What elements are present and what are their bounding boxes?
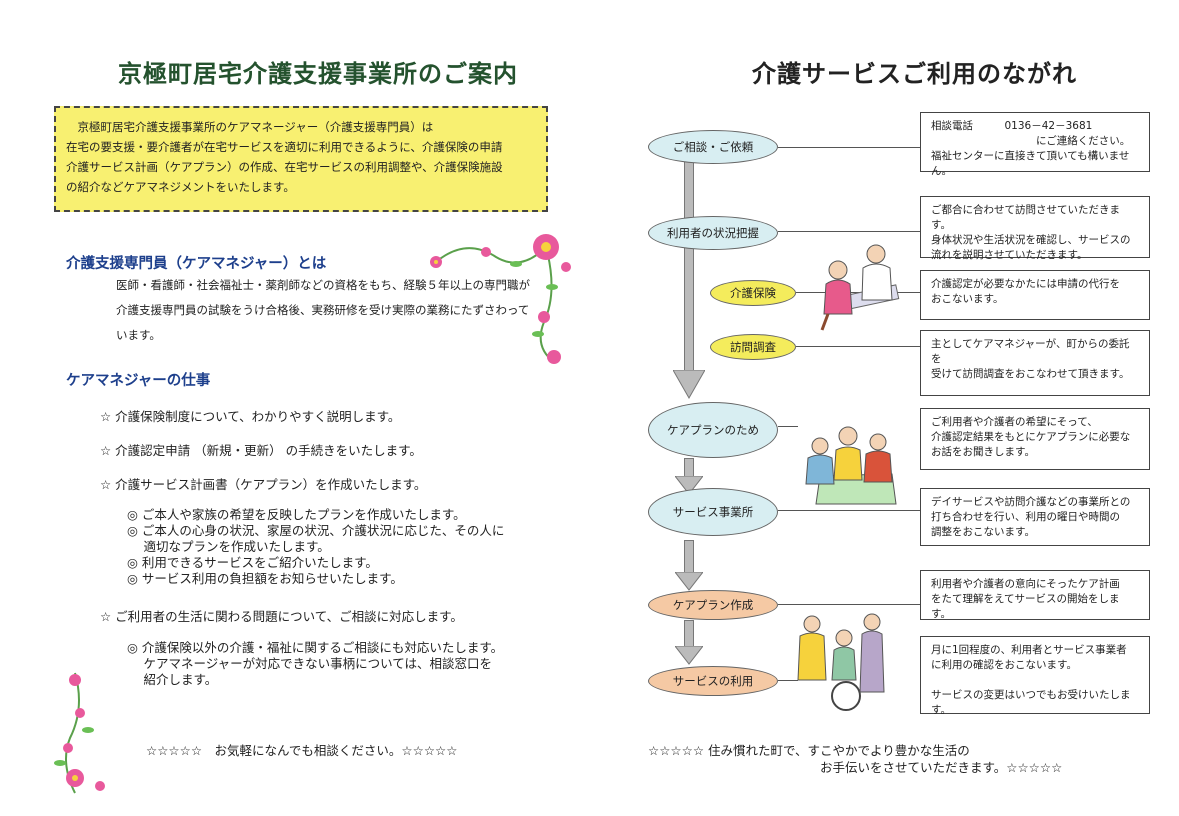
left-page-title: 京極町居宅介護支援事業所のご案内 — [118, 60, 518, 88]
section-duties-heading: ケアマネジャーの仕事 — [66, 373, 211, 389]
flow-arrow-shaft — [684, 160, 694, 375]
connector-line — [778, 604, 920, 605]
duty-item-3: ☆ 介護サービス計画書（ケアプラン）を作成いたします。 — [100, 477, 427, 492]
info-box-survey: 主としてケアマネジャーが、町からの委託を 受けて訪問調査をおこなわせて頂きます。 — [920, 330, 1150, 396]
down-arrow-icon — [675, 646, 703, 665]
step-care-insurance: 介護保険 — [710, 280, 796, 306]
down-arrow-icon — [673, 370, 705, 400]
connector-line — [778, 147, 920, 148]
duty-item-4-details: ◎ 介護保険以外の介護・福祉に関するご相談にも対応いたします。 ケアマネージャー… — [127, 640, 504, 687]
intro-text: 京極町居宅介護支援事業所のケアマネージャー（介護支援専門員）は 在宅の要支援・要… — [66, 120, 503, 194]
duty-item-1: ☆ 介護保険制度について、わかりやすく説明します。 — [100, 409, 401, 424]
connector-line — [778, 426, 798, 427]
duty-item-3-details: ◎ ご本人や家族の希望を反映したプランを作成いたします。 ◎ ご本人の心身の状況… — [127, 507, 505, 586]
intro-box: 京極町居宅介護支援事業所のケアマネージャー（介護支援専門員）は 在宅の要支援・要… — [54, 106, 548, 212]
family-meeting-illustration-icon — [805, 426, 897, 505]
info-box-insurance: 介護認定が必要なかたには申請の代行を おこないます。 — [920, 270, 1150, 320]
step-consultation: ご相談・ご依頼 — [648, 130, 778, 164]
down-arrow-icon — [675, 476, 703, 495]
info-box-plan-creation: 利用者や介護者の意向にそったケア計画 をたて理解をえてサービスの開始をします。 — [920, 570, 1150, 620]
duty-item-2: ☆ 介護認定申請 （新規・更新） の手続きをいたします。 — [100, 443, 422, 458]
right-footer-line-2: お手伝いをさせていただきます。☆☆☆☆☆ — [820, 760, 1063, 775]
step-for-care-plan: ケアプランのため — [648, 402, 778, 458]
left-footer-message: ☆☆☆☆☆ お気軽になんでも相談ください。☆☆☆☆☆ — [146, 743, 458, 758]
connector-line — [796, 346, 920, 347]
section-care-manager-body: 医師・看護師・社会福祉士・薬剤師などの資格をもち、経験５年以上の専門職が 介護支… — [116, 278, 530, 342]
section-care-manager-heading: 介護支援専門員（ケアマネジャー）とは — [66, 256, 327, 272]
connector-line — [778, 231, 920, 232]
info-box-consultation: 相談電話 0136－42－3681 にご連絡ください。 福祉センターに直接きて頂… — [920, 112, 1150, 177]
duty-item-4: ☆ ご利用者の生活に関わる問題について、ご相談に対応します。 — [100, 609, 463, 624]
step-situation-assessment: 利用者の状況把握 — [648, 216, 778, 250]
right-footer-line-1: ☆☆☆☆☆ 住み慣れた町で、すこやかでより豊かな生活の — [648, 743, 970, 758]
step-service-use: サービスの利用 — [648, 666, 778, 696]
step-service-providers: サービス事業所 — [648, 488, 778, 536]
info-box-service-use: 月に1回程度の、利用者とサービス事業者 に利用の確認をおこないます。 サービスの… — [920, 636, 1150, 716]
consultation-illustration-icon — [820, 244, 900, 331]
connector-line — [778, 680, 798, 681]
flow-arrow-shaft — [684, 540, 694, 574]
step-home-visit-survey: 訪問調査 — [710, 334, 796, 360]
info-box-providers: デイサービスや訪問介護などの事業所との 打ち合わせを行い、利用の曜日や時間の 調… — [920, 488, 1150, 546]
step-care-plan-creation: ケアプラン作成 — [648, 590, 778, 620]
flower-decoration-icon — [430, 234, 571, 364]
flower-vine-icon — [54, 672, 105, 794]
wheelchair-care-illustration-icon — [797, 613, 885, 711]
down-arrow-icon — [675, 572, 703, 591]
info-box-care-plan: ご利用者や介護者の希望にそって、 介護認定結果をもとにケアプランに必要な お話を… — [920, 408, 1150, 470]
info-box-situation: ご都合に合わせて訪問させていただきます。 身体状況や生活状況を確認し、サービスの… — [920, 196, 1150, 261]
right-page-title: 介護サービスご利用のながれ — [752, 60, 1077, 88]
connector-line — [778, 510, 920, 511]
